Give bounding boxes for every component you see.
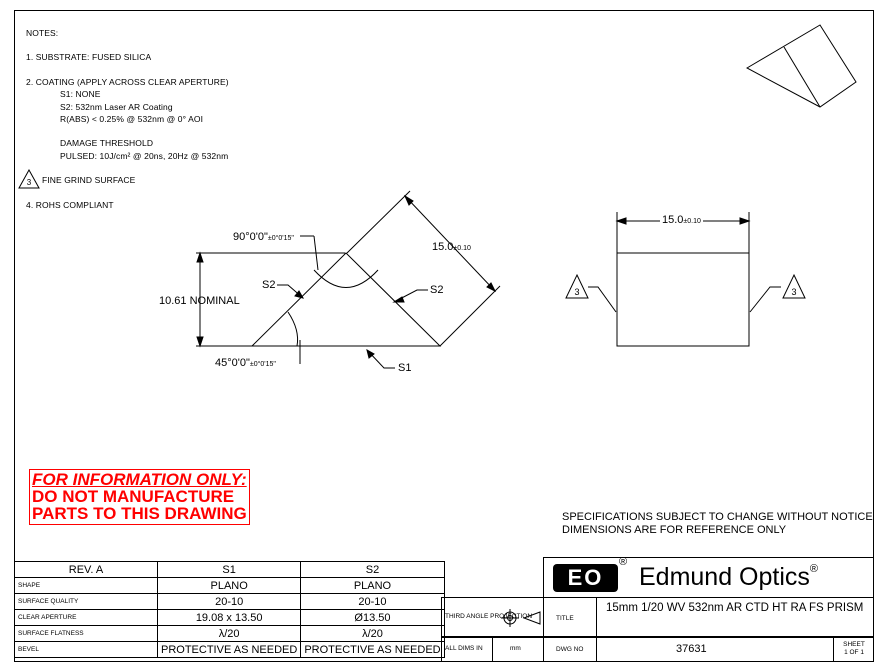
table-row: SHAPE PLANO PLANO [14, 577, 445, 594]
company-cell: EO ® Edmund Optics® [543, 556, 874, 598]
warning-line-1: FOR INFORMATION ONLY: [32, 470, 247, 489]
notes-block: NOTES: 1. SUBSTRATE: FUSED SILICA 2. COA… [18, 27, 229, 211]
s1-label: S1 [398, 362, 412, 374]
warning-line-3: PARTS TO THIS DRAWING [32, 504, 247, 523]
s2-right-label: S2 [430, 284, 444, 296]
note-1: 1. SUBSTRATE: FUSED SILICA [26, 52, 152, 63]
note-2b: S2: 532nm Laser AR Coating [60, 101, 173, 112]
note-4: 4. ROHS COMPLIANT [26, 199, 114, 210]
note-2e: PULSED: 10J/cm² @ 20ns, 20Hz @ 532nm [60, 150, 229, 161]
info-only-warning: FOR INFORMATION ONLY: DO NOT MANUFACTURE… [29, 469, 250, 525]
s1-header: S1 [156, 561, 302, 578]
company-name: Edmund Optics® [639, 563, 819, 591]
dwg-no-cell: DWG NO 37631 SHEET 1 OF 1 [543, 637, 874, 662]
surface-spec-table: REV. A S1 S2 SHAPE PLANO PLANO SURFACE Q… [14, 561, 445, 658]
hypotenuse-dim: 15.0±0.10 [432, 241, 471, 253]
warning-line-2: DO NOT MANUFACTURE [32, 487, 235, 506]
top-angle-dim: 90°0'0"±0°0'15" [233, 231, 294, 243]
note-3-text: FINE GRIND SURFACE [42, 175, 136, 186]
note-2: 2. COATING (APPLY ACROSS CLEAR APERTURE) [26, 76, 229, 87]
note-2a: S1: NONE [60, 89, 101, 100]
table-row: BEVEL PROTECTIVE AS NEEDED PROTECTIVE AS… [14, 641, 445, 658]
callout-left-number: 3 [574, 287, 579, 297]
note-2d: DAMAGE THRESHOLD [60, 138, 154, 149]
edmund-logo-mark: EO [553, 564, 618, 592]
bottom-angle-dim: 45°0'0"±0°0'15" [215, 357, 276, 369]
note-2c: R(ABS) < 0.25% @ 532nm @ 0° AOI [60, 114, 204, 125]
rev-cell: REV. A [14, 561, 158, 578]
drawing-number: 37631 [676, 643, 707, 655]
table-row: SURFACE QUALITY 20-10 20-10 [14, 593, 445, 610]
title-cell: TITLE 15mm 1/20 WV 532nm AR CTD HT RA FS… [543, 597, 874, 637]
spec-notice: SPECIFICATIONS SUBJECT TO CHANGE WITHOUT… [562, 511, 873, 536]
svg-text:3: 3 [27, 178, 32, 187]
all-dims-cell: ALL DIMS IN mm [441, 637, 544, 662]
height-dim: 10.61 NOMINAL [159, 295, 240, 307]
prism-isometric-view [745, 24, 857, 108]
spec-line-1: SPECIFICATIONS SUBJECT TO CHANGE WITHOUT… [562, 511, 873, 523]
third-angle-projection-icon [501, 609, 541, 627]
callout-right-number: 3 [791, 287, 796, 297]
drawing-title: 15mm 1/20 WV 532nm AR CTD HT RA FS PRISM [606, 602, 864, 614]
note-3: 3 FINE GRIND SURFACE [18, 169, 229, 189]
notes-header: NOTES: [26, 28, 59, 38]
sheet-number: SHEET 1 OF 1 [843, 641, 865, 656]
note-3-triangle-icon: 3 [18, 169, 40, 189]
side-width-dim: 15.0±0.10 [660, 214, 703, 226]
prism-front-view [250, 252, 442, 347]
s2-header: S2 [300, 561, 445, 578]
projection-cell: THIRD ANGLE PROJECTION [441, 597, 544, 637]
s2-left-label: S2 [262, 279, 276, 291]
table-row: SURFACE FLATNESS λ/20 λ/20 [14, 625, 445, 642]
table-row: CLEAR APERTURE 19.08 x 13.50 Ø13.50 [14, 609, 445, 626]
prism-side-view [616, 252, 750, 347]
spec-line-2: DIMENSIONS ARE FOR REFERENCE ONLY [562, 523, 787, 536]
